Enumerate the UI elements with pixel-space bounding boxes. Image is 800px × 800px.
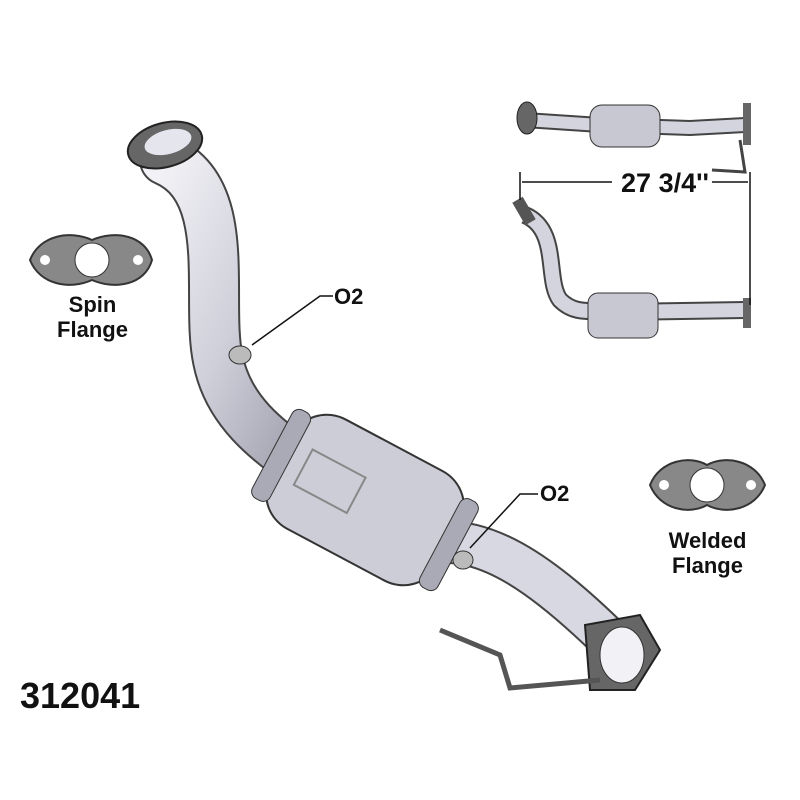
inlet-flange xyxy=(126,120,204,170)
welded-flange-line2: Flange xyxy=(672,553,743,579)
o2-label-upper: O2 xyxy=(334,284,364,309)
spin-flange-line1: Spin xyxy=(68,292,117,317)
welded-flange-label: Welded Flange xyxy=(645,528,770,579)
spin-flange-gasket-icon xyxy=(28,234,154,286)
dimension-line xyxy=(519,172,751,305)
dimension-label: 27 3/4'' xyxy=(621,168,709,198)
o2-bung-lower xyxy=(452,550,474,570)
side-view-thumbnail xyxy=(512,196,751,339)
part-number: 312041 xyxy=(20,675,141,716)
o2-leader-upper xyxy=(251,295,333,346)
welded-flange-gasket-icon xyxy=(648,459,767,511)
o2-bung-upper xyxy=(228,345,252,365)
o2-label-lower: O2 xyxy=(540,481,570,506)
o2-leader-lower xyxy=(469,493,538,549)
spin-flange-label: Spin Flange xyxy=(30,292,155,343)
spin-flange-line2: Flange xyxy=(57,317,128,343)
hanger-rod xyxy=(439,627,601,691)
welded-flange-line1: Welded xyxy=(668,528,747,553)
top-view-thumbnail xyxy=(516,101,751,174)
converter-body xyxy=(251,408,479,592)
